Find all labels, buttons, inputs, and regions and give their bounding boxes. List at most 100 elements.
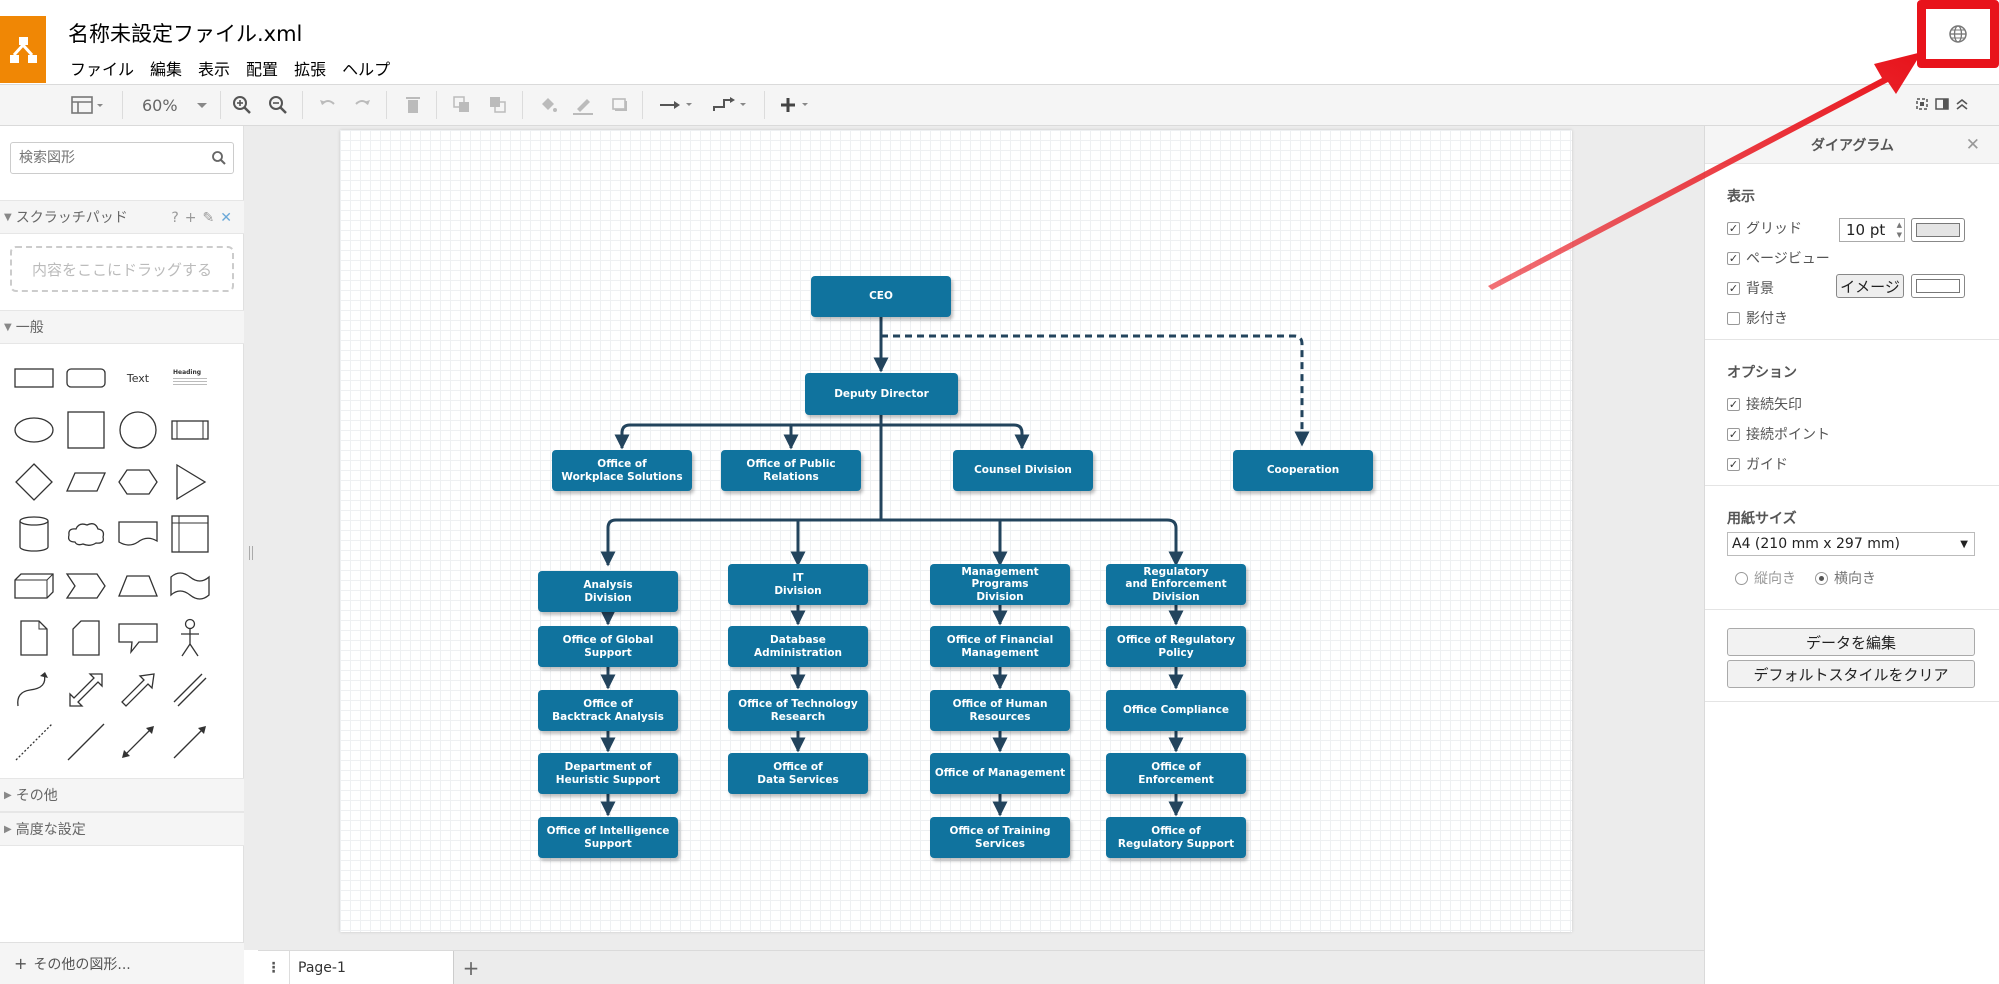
node-deputy-director[interactable]: Deputy Director: [805, 373, 958, 415]
to-front-icon[interactable]: [452, 95, 472, 115]
bidirectional-arrow-shape[interactable]: [60, 664, 112, 716]
edit-data-button[interactable]: データを編集: [1727, 628, 1975, 656]
grid-color-button[interactable]: [1911, 218, 1965, 242]
dashed-line-shape[interactable]: [8, 716, 60, 768]
parallelogram-shape[interactable]: [60, 456, 112, 508]
clear-default-style-button[interactable]: デフォルトスタイルをクリア: [1727, 660, 1975, 688]
background-checkbox[interactable]: ✓背景: [1727, 278, 1774, 298]
file-title[interactable]: 名称未設定ファイル.xml: [68, 22, 303, 46]
landscape-radio[interactable]: 横向き: [1815, 568, 1876, 588]
node-office-of-management[interactable]: Office of Management: [930, 753, 1070, 794]
node-public-relations[interactable]: Office of Public Relations: [721, 450, 861, 491]
checkbox-checked-icon[interactable]: ✓: [1727, 397, 1740, 411]
zoom-in-icon[interactable]: [232, 95, 252, 115]
to-front-button[interactable]: [452, 85, 472, 125]
node-backtrack-analysis[interactable]: Office of Backtrack Analysis: [538, 690, 678, 731]
edit-pencil-icon[interactable]: ✎: [202, 210, 215, 226]
rectangle-shape[interactable]: [8, 352, 60, 404]
layout-view-icon[interactable]: [70, 95, 106, 115]
radio-unselected-icon[interactable]: [1735, 571, 1748, 585]
internal-storage-shape[interactable]: [164, 508, 216, 560]
node-database-administration[interactable]: Database Administration: [728, 626, 868, 667]
to-back-button[interactable]: [488, 85, 508, 125]
zoom-out-icon[interactable]: [268, 95, 288, 115]
close-icon[interactable]: ✕: [1965, 135, 1980, 155]
waypoint-style-dropdown[interactable]: [712, 85, 752, 125]
more-shapes-button[interactable]: + その他の図形...: [0, 942, 244, 984]
fill-color-button[interactable]: [538, 85, 558, 125]
search-icon[interactable]: [211, 150, 227, 166]
cylinder-shape[interactable]: [8, 508, 60, 560]
undo-icon[interactable]: [318, 95, 338, 115]
menu-arrange[interactable]: 配置: [246, 60, 279, 79]
insert-dropdown[interactable]: [778, 85, 818, 125]
textbox-shape[interactable]: Heading: [164, 352, 216, 404]
grid-size-value[interactable]: 10 pt: [1846, 221, 1886, 239]
menu-file[interactable]: ファイル: [70, 60, 135, 79]
elbow-connector-icon[interactable]: [712, 95, 752, 115]
general-header[interactable]: ▼ 一般: [0, 310, 244, 344]
arrow-shape[interactable]: [112, 664, 164, 716]
node-regulatory-policy[interactable]: Office of Regulatory Policy: [1106, 626, 1246, 667]
redo-button[interactable]: [352, 85, 372, 125]
note-shape[interactable]: [8, 612, 60, 664]
collapse-up-icon[interactable]: [1955, 97, 1969, 111]
arrow-connector-icon[interactable]: [658, 95, 698, 115]
circle-shape[interactable]: [112, 404, 164, 456]
node-heuristic-support[interactable]: Department of Heuristic Support: [538, 753, 678, 794]
menu-view[interactable]: 表示: [198, 60, 231, 79]
line-color-button[interactable]: [572, 85, 594, 125]
menu-help[interactable]: ヘルプ: [342, 60, 391, 79]
document-shape[interactable]: [112, 508, 164, 560]
zoom-out-button[interactable]: [268, 85, 288, 125]
node-data-services[interactable]: Office of Data Services: [728, 753, 868, 794]
connection-arrows-checkbox[interactable]: ✓接続矢印: [1727, 394, 1802, 414]
process-shape[interactable]: [164, 404, 216, 456]
pageview-checkbox[interactable]: ✓ページビュー: [1727, 248, 1830, 268]
hexagon-shape[interactable]: [112, 456, 164, 508]
callout-shape[interactable]: [112, 612, 164, 664]
checkbox-checked-icon[interactable]: ✓: [1727, 427, 1740, 441]
node-office-compliance[interactable]: Office Compliance: [1106, 690, 1246, 731]
cloud-shape[interactable]: [60, 508, 112, 560]
drawio-logo[interactable]: [0, 16, 46, 83]
redo-icon[interactable]: [352, 95, 372, 115]
diamond-shape[interactable]: [8, 456, 60, 508]
curve-shape[interactable]: [8, 664, 60, 716]
other-header[interactable]: ▶ その他: [0, 778, 244, 812]
node-cooperation[interactable]: Cooperation: [1233, 450, 1373, 491]
node-enforcement[interactable]: Office of Enforcement: [1106, 753, 1246, 794]
node-training-services[interactable]: Office of Training Services: [930, 817, 1070, 858]
node-regulatory-enforcement[interactable]: Regulatory and Enforcement Division: [1106, 564, 1246, 605]
checkbox-unchecked-icon[interactable]: [1727, 311, 1740, 325]
page-menu-icon[interactable]: ⋮: [258, 951, 290, 984]
format-panel-icon[interactable]: [1935, 97, 1949, 111]
tape-shape[interactable]: [164, 560, 216, 612]
scratchpad-drop-zone[interactable]: 内容をここにドラッグする: [10, 246, 234, 292]
fullscreen-icon[interactable]: [1915, 97, 1929, 111]
actor-shape[interactable]: [164, 612, 216, 664]
trapezoid-shape[interactable]: [112, 560, 164, 612]
node-regulatory-support[interactable]: Office of Regulatory Support: [1106, 817, 1246, 858]
search-input[interactable]: [11, 143, 201, 173]
node-management-programs[interactable]: Management Programs Division: [930, 564, 1070, 605]
zoom-dropdown[interactable]: 60%: [142, 85, 210, 125]
directional-connector-shape[interactable]: [164, 716, 216, 768]
checkbox-checked-icon[interactable]: ✓: [1727, 281, 1740, 295]
node-intelligence-support[interactable]: Office of Intelligence Support: [538, 817, 678, 858]
triangle-shape[interactable]: [164, 456, 216, 508]
background-image-button[interactable]: イメージ: [1836, 274, 1904, 298]
checkbox-checked-icon[interactable]: ✓: [1727, 221, 1740, 235]
add-icon[interactable]: +: [184, 210, 197, 226]
line-shape[interactable]: [60, 716, 112, 768]
scratchpad-header[interactable]: ▼ スクラッチパッド ? + ✎ ✕: [0, 200, 244, 234]
diagram-page[interactable]: CEO Deputy Director Office of Workplace …: [340, 130, 1572, 932]
node-counsel-division[interactable]: Counsel Division: [953, 450, 1093, 491]
ellipse-shape[interactable]: [8, 404, 60, 456]
paper-size-select[interactable]: A4 (210 mm x 297 mm)▼: [1727, 532, 1975, 556]
node-workplace-solutions[interactable]: Office of Workplace Solutions: [552, 450, 692, 491]
page-tab[interactable]: ⋮ Page-1: [258, 951, 454, 984]
radio-selected-icon[interactable]: [1815, 571, 1828, 585]
portrait-radio[interactable]: 縦向き: [1735, 568, 1796, 588]
zoom-level[interactable]: 60%: [142, 95, 178, 115]
